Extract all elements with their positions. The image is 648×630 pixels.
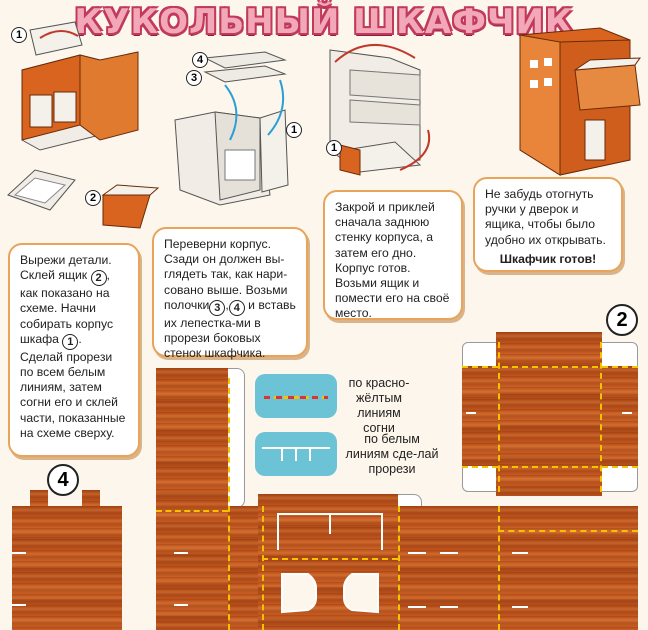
drawer-template <box>496 332 602 496</box>
part-number-4: 4 <box>47 464 79 496</box>
closing-step-illustration <box>329 44 431 176</box>
body-fold-3 <box>398 506 400 630</box>
step-marker-4: 4 <box>192 52 208 68</box>
slot-cut-9 <box>12 552 26 554</box>
body-fold-5 <box>156 510 228 512</box>
step-marker-2: 2 <box>85 190 101 206</box>
note-close-text: Закрой и приклей сначала заднюю стенку к… <box>335 200 450 321</box>
note-flip-line-2: Возьми полочки <box>164 282 288 312</box>
drawer-right-wall <box>600 366 638 466</box>
note-cut-out-line-1: Вырежи детали. <box>20 253 112 267</box>
body-fold-1 <box>228 378 230 630</box>
step-marker-1b: 1 <box>286 122 302 138</box>
drawer-step-2-illustration <box>7 169 160 229</box>
drawer-fold-bottom <box>462 466 638 468</box>
note-flip-line-1: Переверни корпус. Сзади он должен вы-гля… <box>164 237 288 297</box>
note-remember: Не забудь отогнуть ручки у дверок и ящик… <box>473 177 623 272</box>
body-right-wall <box>398 506 498 630</box>
note-cut-out-line-2: Склей ящик <box>20 268 88 283</box>
slot-cut-1 <box>174 552 188 554</box>
slot-cut-8 <box>512 606 528 608</box>
assembly-illustrations <box>7 21 642 229</box>
shelves-step-illustration <box>174 51 289 206</box>
note-cut-out-line-5: . <box>78 331 82 346</box>
drawer-fold-left <box>498 342 500 492</box>
note-cut-out: Вырежи детали. Склей ящик 2, как показан… <box>8 243 140 457</box>
body-right-panel <box>498 506 638 630</box>
step-ref-4: 4 <box>228 299 245 316</box>
shelf-template <box>12 506 122 630</box>
slot-cut-10 <box>12 604 26 606</box>
slot-cut-3 <box>408 552 426 554</box>
step-ref-3: 3 <box>209 299 226 316</box>
note-flip: Переверни корпус. Сзади он должен вы-гля… <box>152 227 308 361</box>
body-fold-4 <box>498 506 500 630</box>
note-close: Закрой и приклей сначала заднюю стенку к… <box>323 190 463 320</box>
fold-legend-text: по красно-жёлтым линиям согни <box>348 376 410 435</box>
slot-cut-7 <box>512 552 528 554</box>
step-marker-1: 1 <box>11 27 27 43</box>
note-cut-out-line-3: , как показано на схеме. <box>20 268 110 316</box>
cut-line-sample <box>262 447 330 461</box>
body-left-flap <box>228 506 262 630</box>
shelf-tab-left <box>30 490 48 506</box>
slot-cut-6 <box>440 606 458 608</box>
step-ref-1: 1 <box>62 333 79 350</box>
slot-cut-2 <box>174 604 188 606</box>
door-cut-outline <box>277 513 383 614</box>
drawer-left-wall <box>462 366 498 466</box>
note-cut-out-line-6: Сделай прорези по всем белым линиям, зат… <box>20 349 126 440</box>
cabinet-step-1-illustration <box>21 21 139 151</box>
drawer-cut-left <box>466 412 476 414</box>
slot-cut-4 <box>440 552 458 554</box>
step-marker-3: 3 <box>186 70 202 86</box>
note-remember-text: Не забудь отогнуть ручки у дверок и ящик… <box>485 187 606 247</box>
slot-cut-5 <box>408 606 426 608</box>
body-fold-2 <box>262 506 264 630</box>
step-ref-2: 2 <box>90 270 107 287</box>
drawer-cut-right <box>622 412 632 414</box>
shelf-tab-right <box>82 490 100 506</box>
note-done-text: Шкафчик готов! <box>499 251 597 266</box>
body-fold-6 <box>262 558 398 560</box>
step-marker-1c: 1 <box>326 140 342 156</box>
body-fold-7 <box>498 530 638 532</box>
drawer-fold-top <box>462 366 638 368</box>
drawer-fold-right <box>600 342 602 492</box>
fold-line-sample-red <box>264 396 328 399</box>
page-title: КУКОЛЬНЫЙ ШКАФЧИК <box>74 2 574 42</box>
note-flip-line-3: и вставь их лепестка-ми в прорези боковы… <box>164 297 296 361</box>
finished-cabinet-illustration <box>519 27 642 176</box>
part-number-2: 2 <box>606 304 638 336</box>
body-left-wall <box>156 368 228 630</box>
cut-legend-text: по белым линиям сде-лай прорези <box>345 432 439 476</box>
note-cut-out-line-4: Начни собирать корпус шкафа <box>20 301 114 346</box>
